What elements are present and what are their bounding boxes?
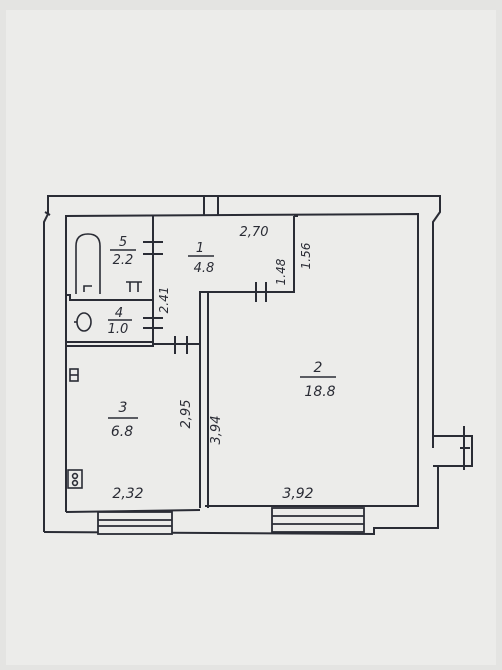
room-1-number: 1 — [196, 241, 204, 256]
bottom-wall — [43, 465, 439, 536]
bathtub-drain — [83, 285, 92, 292]
window-room2 — [271, 507, 365, 533]
dim-room2-left: 3,94 — [209, 416, 224, 445]
right-bay — [433, 435, 473, 467]
bath-wc-partition — [66, 294, 153, 301]
dim-room3-right: 2,95 — [179, 400, 194, 429]
hall-corner — [199, 291, 208, 344]
bathtub — [75, 233, 101, 294]
walls — [43, 195, 473, 536]
stove-burner — [71, 479, 79, 487]
paper-sheet — [6, 10, 496, 665]
dim-bath-side: 2.41 — [157, 287, 171, 314]
room-4-area: 1.0 — [108, 322, 129, 337]
room3-bottom-wall — [65, 509, 201, 513]
room-4-number: 4 — [115, 306, 123, 321]
dim-room3-bottom: 2,32 — [112, 486, 143, 502]
room-3-number: 3 — [119, 400, 128, 416]
dim-room2-top-right: 1.56 — [299, 242, 313, 269]
room-3-area: 6.8 — [111, 424, 133, 440]
windows — [97, 507, 365, 535]
hall-room-partition — [208, 216, 295, 293]
outer-wall-outline — [43, 195, 441, 532]
room-2-area: 18.8 — [304, 384, 335, 400]
wall-corner-mark — [44, 211, 51, 216]
dim-top: 2,70 — [240, 225, 269, 240]
sink — [126, 281, 142, 292]
outer-wall-inner-line — [65, 212, 419, 512]
room-5-number: 5 — [119, 235, 127, 250]
room-labels: 5 2.2 1 4.8 4 1.0 3 6.8 2 18.8 — [108, 235, 336, 440]
dim-hall-right: 1.48 — [274, 258, 288, 285]
stove — [67, 469, 83, 489]
dim-room2-bottom: 3,92 — [282, 486, 313, 502]
fixtures — [67, 233, 142, 489]
room-1-area: 4.8 — [194, 261, 215, 276]
window-room3 — [97, 511, 173, 535]
stove-burner — [71, 472, 79, 480]
room-2-number: 2 — [314, 360, 323, 376]
room-5-area: 2.2 — [113, 253, 134, 268]
dimension-labels: 2,70 1.48 1.56 2.41 2,95 3,94 2,32 3,92 — [112, 225, 313, 502]
